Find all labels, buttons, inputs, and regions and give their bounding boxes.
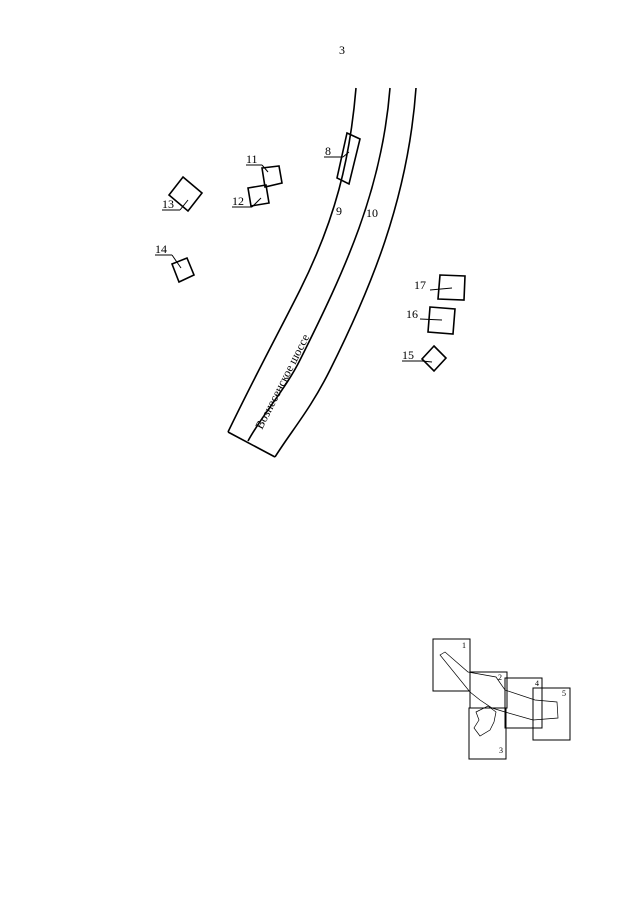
lot-15: 15 bbox=[402, 344, 448, 373]
sheet-2-label: 2 bbox=[498, 673, 502, 682]
sheet-3-label: 3 bbox=[499, 746, 503, 755]
lot-16: 16 bbox=[406, 306, 456, 335]
road-boundaries bbox=[227, 87, 417, 458]
lot-13-label: 13 bbox=[162, 197, 174, 211]
sheet-5-frame bbox=[532, 687, 571, 741]
lot-12-label: 12 bbox=[232, 194, 244, 208]
lot-14-label: 14 bbox=[155, 242, 167, 256]
lot-15-label: 15 bbox=[402, 348, 414, 362]
page-number: 3 bbox=[339, 43, 345, 57]
lot-16-label: 16 bbox=[406, 307, 418, 321]
key-area-outline bbox=[473, 705, 497, 737]
key-road-outline bbox=[439, 651, 559, 721]
lot-12: 12 bbox=[232, 184, 270, 208]
sheet-5-label: 5 bbox=[562, 689, 566, 698]
lot-13: 13 bbox=[162, 175, 204, 213]
lot-8-label: 8 bbox=[325, 144, 331, 158]
road-bottom-edge bbox=[227, 431, 276, 458]
sheet-3-frame bbox=[468, 707, 507, 760]
sheet-4-frame bbox=[504, 677, 543, 729]
lot-14: 14 bbox=[155, 242, 196, 284]
lot-17-label: 17 bbox=[414, 278, 426, 292]
sheet-1-frame bbox=[432, 638, 471, 692]
lot-9-label: 9 bbox=[336, 204, 342, 218]
road-right-edge bbox=[274, 87, 417, 458]
sheet-1-label: 1 bbox=[462, 641, 466, 650]
road-center-line bbox=[247, 87, 391, 442]
lot-11-label: 11 bbox=[246, 152, 258, 166]
sheet-key-map: 1 2 3 4 5 bbox=[432, 638, 571, 760]
lot-8: 8 bbox=[324, 131, 361, 186]
lot-17: 17 bbox=[414, 274, 466, 301]
lot-10-label: 10 bbox=[366, 206, 378, 220]
road-left-edge bbox=[227, 87, 357, 433]
lot-11: 11 bbox=[246, 152, 283, 188]
sheet-4-label: 4 bbox=[535, 679, 539, 688]
